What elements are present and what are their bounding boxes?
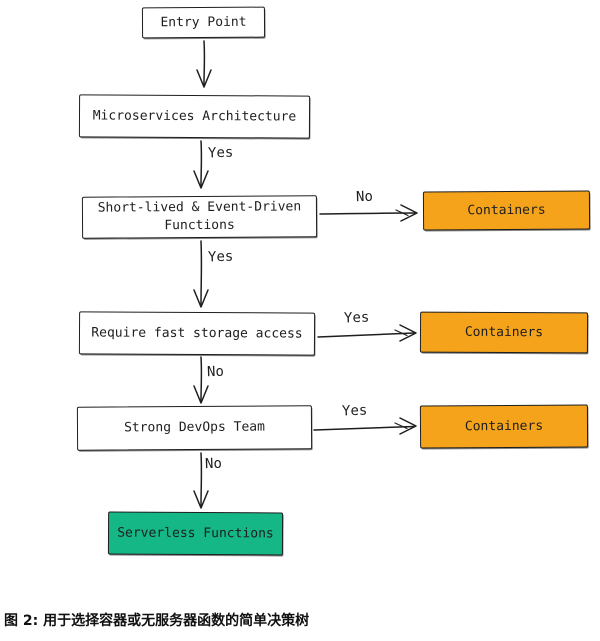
node-strong-devops-team-label: Strong DevOps Team [124, 419, 265, 436]
node-containers-1-label: Containers [467, 202, 546, 218]
node-containers-3: Containers [419, 404, 589, 449]
edge-label-fast-storage-yes: Yes [343, 309, 370, 327]
figure-caption: 图 2: 用于选择容器或无服务器函数的简单决策树 [4, 613, 310, 629]
arrow-entry-to-microservices [196, 40, 212, 88]
node-microservices-architecture: Microservices Architecture [78, 94, 311, 139]
edge-label-fast-storage-no: No [206, 363, 225, 381]
edge-label-devops-no: No [204, 455, 223, 473]
edge-label-short-lived-no: No [355, 188, 374, 206]
node-serverless-functions-label: Serverless Functions [117, 525, 274, 542]
node-containers-2-label: Containers [464, 324, 544, 340]
node-containers-2: Containers [419, 311, 589, 354]
node-short-lived-event-driven-functions: Short-lived & Event-Driven Functions [81, 195, 318, 239]
edge-label-devops-yes: Yes [341, 402, 368, 420]
node-strong-devops-team: Strong DevOps Team [76, 405, 313, 451]
node-microservices-architecture-label: Microservices Architecture [92, 108, 297, 125]
arrow-shortlived-to-faststorage [193, 240, 209, 308]
arrow-shortlived-to-containers-1 [319, 204, 418, 222]
node-entry-point-label: Entry Point [160, 14, 247, 30]
node-entry-point: Entry Point [141, 6, 266, 39]
arrow-microservices-to-shortlived [193, 140, 209, 189]
arrow-faststorage-to-containers-2 [317, 324, 417, 342]
node-short-lived-event-driven-functions-label: Short-lived & Event-Driven Functions [97, 199, 302, 234]
node-require-fast-storage-access-label: Require fast storage access [91, 325, 303, 342]
edge-label-short-lived-yes: Yes [207, 248, 234, 266]
node-containers-3-label: Containers [464, 418, 544, 434]
node-serverless-functions: Serverless Functions [107, 511, 284, 556]
node-containers-1: Containers [422, 190, 591, 231]
node-require-fast-storage-access: Require fast storage access [78, 311, 316, 356]
arrow-devops-to-containers-3 [313, 417, 417, 435]
edge-label-microservices-yes: Yes [207, 144, 234, 162]
